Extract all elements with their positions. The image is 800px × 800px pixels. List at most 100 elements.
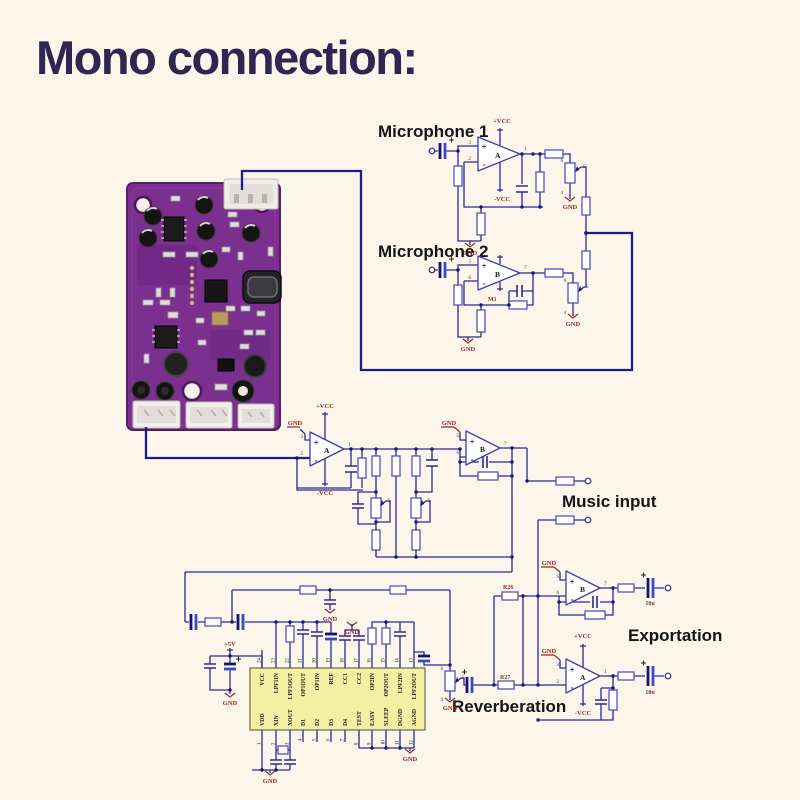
svg-text:+: + (314, 439, 318, 447)
svg-text:XOUT: XOUT (288, 709, 294, 726)
svg-text:14: 14 (396, 658, 401, 663)
svg-text:7: 7 (341, 738, 346, 741)
svg-text:10: 10 (382, 740, 387, 745)
svg-text:A: A (324, 446, 330, 455)
jst-connector-bottom-middle (185, 401, 233, 429)
reverberation-label: Reverberation (452, 697, 566, 716)
resistor (581, 250, 591, 270)
opamp-mic2-letter: B (495, 270, 500, 279)
svg-text:6: 6 (457, 451, 460, 456)
svg-text:AGND: AGND (412, 709, 418, 726)
svg-text:XIN: XIN (274, 715, 280, 726)
mic2-volume-pot: 5 6 4 (564, 279, 589, 316)
svg-text:VDD: VDD (260, 713, 266, 726)
resistor (371, 529, 381, 551)
svg-text:3: 3 (286, 742, 291, 745)
svg-text:5: 5 (457, 434, 460, 439)
gnd-flag: GND (461, 338, 476, 353)
mic2-label: Microphone 2 (378, 242, 489, 261)
pcb-board (126, 178, 282, 431)
opamp-output-b (565, 570, 601, 606)
svg-text:TEST: TEST (357, 711, 363, 726)
vcc-neg-label: -VCC (494, 196, 511, 203)
svg-text:OP2OUT: OP2OUT (384, 673, 390, 697)
svg-text:5: 5 (586, 285, 589, 290)
gnd-input-flag: GND (441, 420, 461, 433)
svg-text:LPF2IN: LPF2IN (398, 672, 404, 693)
ic-bottom-pin-numbers: 1 2 3 4 5 6 7 8 9 10 11 12 (258, 738, 415, 745)
svg-text:A: A (580, 673, 586, 682)
svg-text:GND: GND (443, 705, 458, 712)
resistor (608, 689, 618, 711)
reverb-pot: 5 6 4 (414, 590, 465, 703)
mic2-input-terminal (428, 266, 436, 274)
svg-text:6: 6 (564, 279, 567, 284)
exportation-label: Exportation (628, 626, 722, 645)
music-input-terminal-2 (584, 516, 592, 524)
mounting-hole (181, 380, 203, 402)
gnd-flag: GND (566, 313, 581, 328)
resistor (476, 212, 486, 236)
svg-text:D3: D3 (329, 719, 335, 726)
pcb-header-pads (189, 265, 195, 306)
svg-text:1: 1 (348, 443, 351, 448)
svg-text:6: 6 (327, 738, 332, 741)
svg-text:2: 2 (469, 157, 472, 162)
vcc-pos-label: +VCC (493, 118, 511, 125)
music-input-label: Music input (562, 492, 657, 511)
jst-connector-bottom-left (132, 400, 181, 429)
svg-text:1: 1 (604, 670, 607, 675)
svg-text:+: + (570, 666, 574, 674)
opamp-mic2 (477, 255, 521, 291)
svg-text:-: - (470, 456, 474, 464)
r26-ref: R26 (503, 585, 513, 591)
resistor (453, 284, 463, 306)
crystal (277, 745, 289, 755)
svg-text:-: - (314, 457, 318, 465)
svg-text:-: - (570, 684, 574, 692)
schematic-echo-ic: GND GND +5V GND (184, 572, 450, 785)
mic1-label: Microphone 1 (378, 122, 489, 141)
gnd-flag: GND (443, 697, 458, 712)
svg-text:GND: GND (542, 648, 557, 655)
svg-text:+: + (482, 143, 486, 151)
svg-text:22: 22 (286, 658, 291, 663)
svg-text:CC2: CC2 (357, 673, 363, 684)
resistor (411, 529, 421, 551)
svg-text:GND: GND (288, 420, 303, 427)
svg-text:4: 4 (564, 311, 567, 316)
svg-text:OP1IN: OP1IN (315, 672, 321, 690)
resistor-r26 (501, 591, 519, 601)
resistor (204, 617, 222, 627)
resistor (453, 165, 463, 187)
svg-text:D4: D4 (343, 719, 349, 726)
gnd-input-flag: GND (287, 420, 303, 428)
resistor (371, 455, 381, 477)
svg-text:5: 5 (469, 260, 472, 265)
svg-text:13: 13 (410, 658, 415, 663)
svg-text:19: 19 (327, 658, 332, 663)
m1-ref: M1 (488, 297, 497, 303)
page-title: Mono connection: (36, 31, 418, 84)
resistor (555, 515, 575, 525)
svg-text:2: 2 (557, 680, 560, 685)
svg-text:5: 5 (313, 738, 318, 741)
resistor (357, 457, 367, 479)
svg-text:6: 6 (561, 159, 564, 164)
svg-text:GND: GND (542, 560, 557, 567)
gnd-input-flag: GND (541, 560, 561, 573)
gnd-flag: GND (403, 748, 418, 763)
resistor (381, 627, 391, 645)
board-to-preamp-wire (144, 427, 310, 460)
svg-text:+VCC: +VCC (316, 403, 334, 410)
svg-text:24: 24 (258, 658, 263, 663)
svg-text:7: 7 (504, 442, 507, 447)
resistor (617, 583, 635, 593)
output-terminal-a (664, 672, 672, 680)
svg-text:1: 1 (524, 147, 527, 152)
svg-text:+: + (470, 438, 474, 446)
svg-text:B: B (580, 585, 585, 594)
svg-text:7: 7 (524, 266, 527, 271)
svg-text:18: 18 (341, 658, 346, 663)
